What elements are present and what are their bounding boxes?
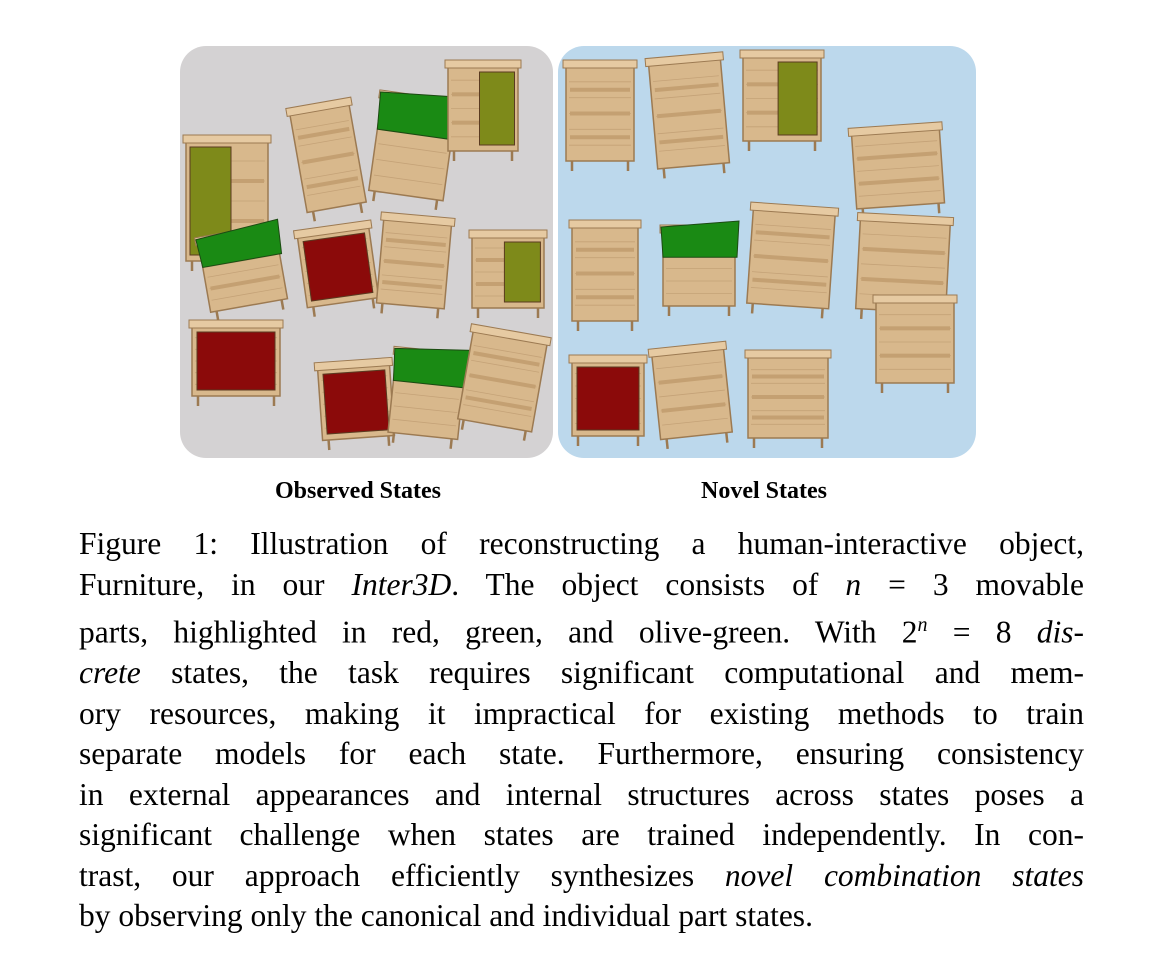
furniture-render — [644, 51, 731, 179]
furniture-render — [193, 218, 289, 322]
novel-states-panel — [558, 46, 976, 458]
furniture-render — [647, 340, 734, 449]
furniture-render — [285, 96, 368, 222]
figure-1 — [180, 46, 976, 458]
caption-line: trast, our approach efficiently synthesi… — [79, 857, 1084, 893]
furniture-render — [744, 349, 832, 448]
furniture-render — [313, 356, 396, 451]
caption-line: Furniture, in our Inter3D. The object co… — [79, 566, 1085, 602]
furniture-render — [872, 294, 958, 393]
novel-states-label: Novel States — [701, 478, 827, 504]
furniture-render — [292, 219, 380, 317]
furniture-render — [444, 59, 522, 161]
figure-caption: Figure 1: Illustration of reconstructing… — [79, 524, 1084, 937]
observed-states-image — [182, 59, 552, 451]
furniture-render — [375, 211, 456, 319]
furniture-render — [568, 354, 648, 446]
furniture-render — [847, 121, 946, 219]
caption-line: significant challenge when states are tr… — [79, 817, 1084, 852]
caption-line: in external appearances and internal str… — [79, 776, 1084, 812]
furniture-render — [387, 345, 472, 449]
caption-line: separate models for each state. Furtherm… — [79, 736, 1084, 771]
furniture-render — [456, 323, 552, 441]
furniture-render — [739, 49, 825, 151]
caption-line: by observing only the canonical and indi… — [79, 898, 813, 933]
novel-states-image — [562, 49, 958, 449]
furniture-render — [745, 201, 840, 319]
caption-line: parts, highlighted in red, green, and ol… — [79, 614, 1084, 650]
observed-states-panel — [180, 46, 553, 458]
observed-states-label: Observed States — [275, 478, 441, 504]
caption-line: crete states, the task requires signific… — [79, 655, 1084, 690]
furniture-render — [562, 59, 638, 171]
furniture-render — [468, 229, 548, 318]
caption-line: Figure 1: Illustration of reconstructing… — [79, 526, 1084, 561]
furniture-render — [659, 220, 740, 316]
furniture-render — [568, 219, 642, 331]
caption-line: ory resources, making it impractical for… — [79, 695, 1084, 731]
furniture-render — [367, 89, 463, 210]
furniture-render — [188, 319, 284, 406]
